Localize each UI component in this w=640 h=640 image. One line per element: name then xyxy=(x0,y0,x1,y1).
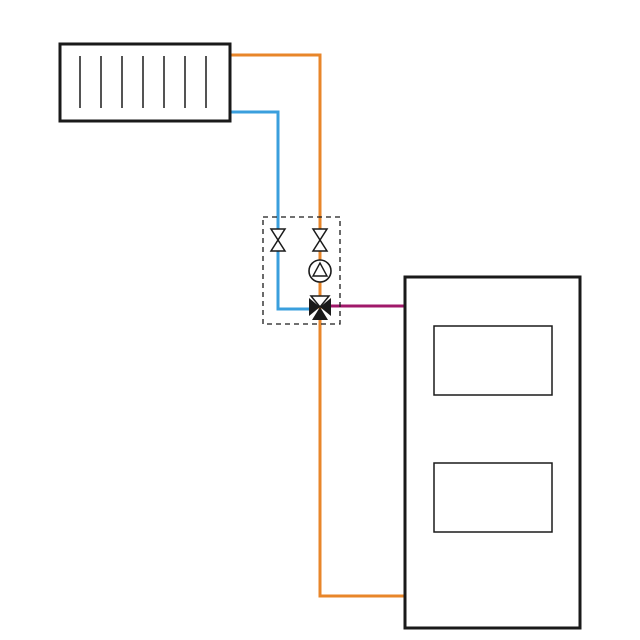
boiler-panel-upper xyxy=(433,325,553,396)
three-way-mixing-valve-icon xyxy=(309,295,331,320)
circulation-pump-icon xyxy=(308,259,332,283)
return-pipe xyxy=(231,110,312,311)
supply-pipe xyxy=(231,53,405,598)
boiler xyxy=(403,275,582,630)
boiler-panel-lower xyxy=(433,462,553,533)
radiator-fins xyxy=(79,56,207,108)
radiator xyxy=(58,42,232,123)
supply-shutoff-valve xyxy=(311,228,329,252)
mixing-unit-outline xyxy=(262,216,341,325)
return-shutoff-valve xyxy=(269,228,287,252)
